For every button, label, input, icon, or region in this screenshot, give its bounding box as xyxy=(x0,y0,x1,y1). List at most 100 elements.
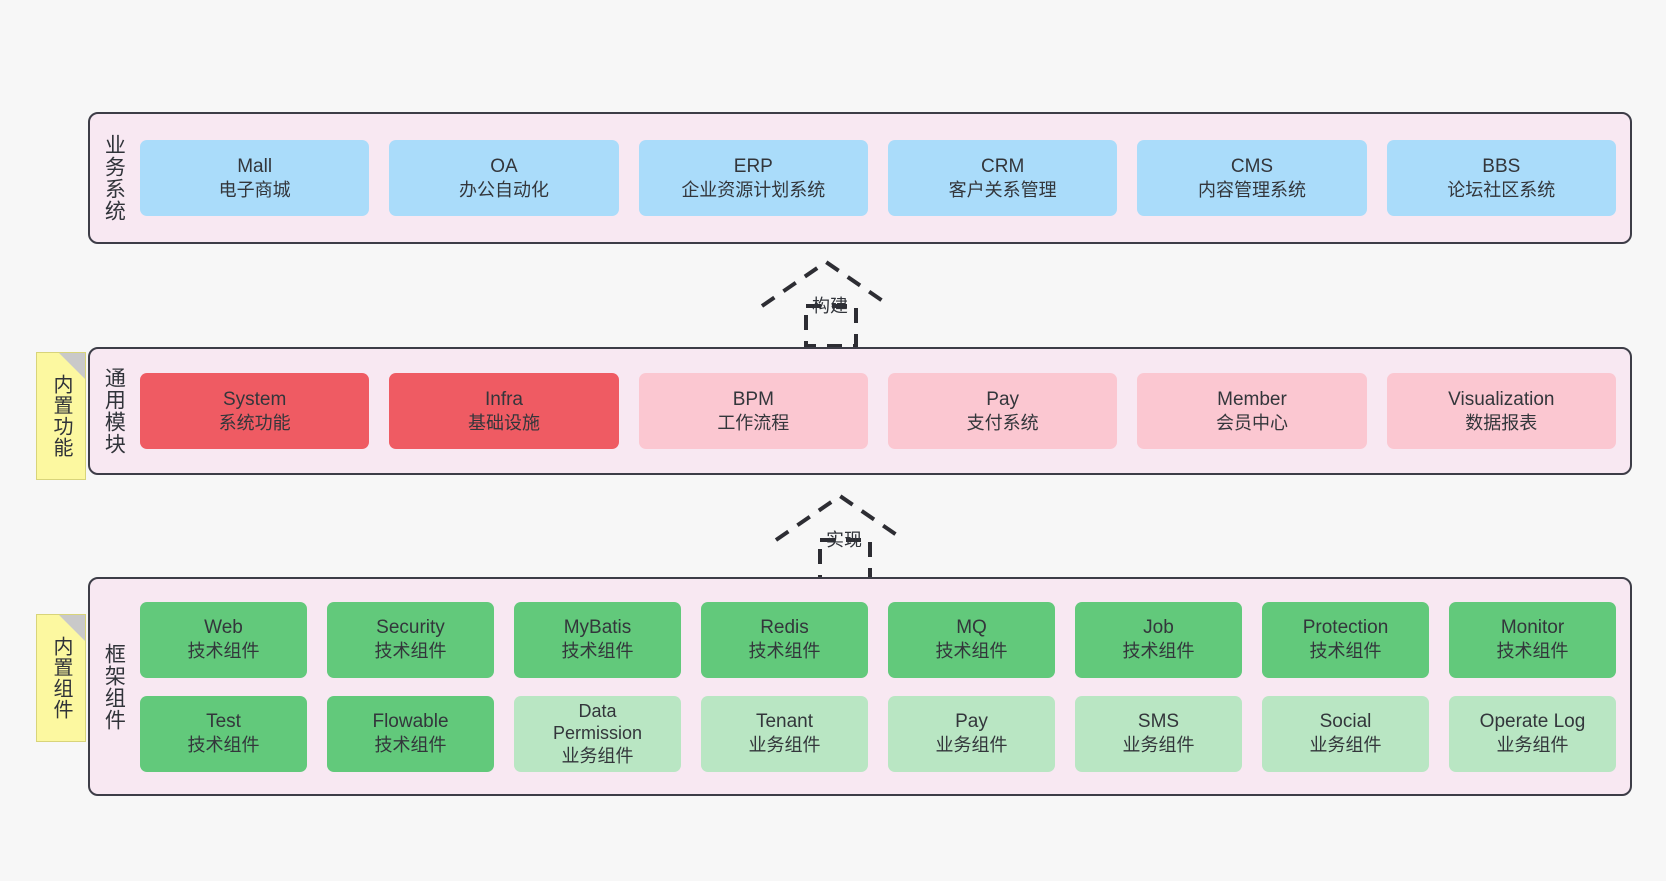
card-subtitle: 技术组件 xyxy=(374,735,447,756)
card-title: Tenant xyxy=(755,711,814,733)
card-mall[interactable]: Mall 电子商城 xyxy=(140,140,370,216)
layer-title-business: 业务系统 xyxy=(102,134,126,222)
card-system[interactable]: System 系统功能 xyxy=(140,373,370,449)
connector-build: 构建 xyxy=(756,256,906,348)
card-title: Data Permission xyxy=(552,700,643,744)
card-title: MyBatis xyxy=(563,617,632,639)
note-builtin-component: 内置组件 xyxy=(36,614,86,742)
card-subtitle: 业务组件 xyxy=(1496,735,1569,756)
layer-body-business: Mall 电子商城 OA 办公自动化 ERP 企业资源计划系统 CRM 客户关系… xyxy=(136,114,1630,242)
card-subtitle: 内容管理系统 xyxy=(1197,179,1306,200)
note-label: 内置组件 xyxy=(50,636,72,720)
card-job[interactable]: Job 技术组件 xyxy=(1075,601,1242,678)
card-subtitle: 技术组件 xyxy=(1309,641,1382,662)
card-oa[interactable]: OA 办公自动化 xyxy=(389,140,619,216)
card-crm[interactable]: CRM 客户关系管理 xyxy=(887,140,1118,216)
card-subtitle: 技术组件 xyxy=(187,735,260,756)
card-subtitle: 会员中心 xyxy=(1215,412,1288,433)
card-title: Redis xyxy=(760,617,809,639)
card-subtitle: 技术组件 xyxy=(187,641,260,662)
card-infra[interactable]: Infra 基础设施 xyxy=(389,373,619,449)
connector-implement: 实现 xyxy=(770,490,920,582)
card-operate-log[interactable]: Operate Log 业务组件 xyxy=(1449,695,1616,772)
card-social[interactable]: Social 业务组件 xyxy=(1262,695,1429,772)
card-subtitle: 工作流程 xyxy=(717,412,790,433)
card-subtitle: 客户关系管理 xyxy=(948,179,1057,200)
card-title: BBS xyxy=(1482,155,1521,177)
card-title: BPM xyxy=(732,388,774,410)
note-builtin-function: 内置功能 xyxy=(36,352,86,480)
fold-corner-icon xyxy=(59,353,85,379)
fold-corner-icon xyxy=(59,615,85,641)
card-subtitle: 业务组件 xyxy=(1122,735,1195,756)
card-subtitle: 业务组件 xyxy=(935,735,1008,756)
card-row: Web 技术组件 Security 技术组件 MyBatis 技术组件 Redi… xyxy=(140,601,1616,678)
card-security[interactable]: Security 技术组件 xyxy=(327,601,494,678)
connector-label-implement: 实现 xyxy=(826,530,862,550)
layer-body-framework: Web 技术组件 Security 技术组件 MyBatis 技术组件 Redi… xyxy=(136,579,1630,794)
card-pay-component[interactable]: Pay 业务组件 xyxy=(888,695,1055,772)
card-title: Member xyxy=(1217,388,1287,410)
card-title: Flowable xyxy=(372,711,449,733)
card-web[interactable]: Web 技术组件 xyxy=(140,601,307,678)
card-subtitle: 技术组件 xyxy=(748,641,821,662)
card-title: Infra xyxy=(484,388,523,410)
connector-label-build: 构建 xyxy=(812,296,848,316)
note-label: 内置功能 xyxy=(50,374,72,458)
card-subtitle: 业务组件 xyxy=(1309,735,1382,756)
layer-business-systems: 业务系统 Mall 电子商城 OA 办公自动化 ERP 企业资源计划系统 CRM… xyxy=(88,112,1632,244)
card-title: MQ xyxy=(956,617,987,639)
card-tenant[interactable]: Tenant 业务组件 xyxy=(701,695,868,772)
card-title: Web xyxy=(204,617,243,639)
card-test[interactable]: Test 技术组件 xyxy=(140,695,307,772)
card-title: Mall xyxy=(237,155,273,177)
card-title: Test xyxy=(206,711,241,733)
card-title: CMS xyxy=(1230,155,1274,177)
layer-title-modules: 通用模块 xyxy=(102,367,126,455)
card-subtitle: 基础设施 xyxy=(467,412,540,433)
card-flowable[interactable]: Flowable 技术组件 xyxy=(327,695,494,772)
card-subtitle: 系统功能 xyxy=(218,412,291,433)
layer-body-modules: System 系统功能 Infra 基础设施 BPM 工作流程 Pay 支付系统… xyxy=(136,349,1630,473)
card-subtitle: 技术组件 xyxy=(1496,641,1569,662)
card-subtitle: 办公自动化 xyxy=(458,179,549,200)
card-subtitle: 技术组件 xyxy=(561,641,634,662)
card-row: Test 技术组件 Flowable 技术组件 Data Permission … xyxy=(140,695,1616,772)
card-row: System 系统功能 Infra 基础设施 BPM 工作流程 Pay 支付系统… xyxy=(140,373,1616,449)
card-bbs[interactable]: BBS 论坛社区系统 xyxy=(1386,140,1616,216)
card-title: Pay xyxy=(986,388,1020,410)
card-subtitle: 论坛社区系统 xyxy=(1447,179,1556,200)
card-mybatis[interactable]: MyBatis 技术组件 xyxy=(514,601,681,678)
card-subtitle: 电子商城 xyxy=(218,179,291,200)
card-row: Mall 电子商城 OA 办公自动化 ERP 企业资源计划系统 CRM 客户关系… xyxy=(140,140,1616,216)
card-protection[interactable]: Protection 技术组件 xyxy=(1262,601,1429,678)
card-pay-module[interactable]: Pay 支付系统 xyxy=(887,373,1118,449)
card-title: Operate Log xyxy=(1479,711,1586,733)
card-title: Pay xyxy=(955,711,988,733)
card-subtitle: 技术组件 xyxy=(935,641,1008,662)
card-mq[interactable]: MQ 技术组件 xyxy=(888,601,1055,678)
arrow-shaft xyxy=(804,304,858,348)
card-title: ERP xyxy=(733,155,773,177)
card-member[interactable]: Member 会员中心 xyxy=(1137,373,1367,449)
card-sms[interactable]: SMS 业务组件 xyxy=(1075,695,1242,772)
card-redis[interactable]: Redis 技术组件 xyxy=(701,601,868,678)
card-visualization[interactable]: Visualization 数据报表 xyxy=(1386,373,1616,449)
card-subtitle: 支付系统 xyxy=(966,412,1039,433)
card-title: Visualization xyxy=(1448,388,1555,410)
card-title: SMS xyxy=(1137,711,1180,733)
card-title: Job xyxy=(1143,617,1174,639)
card-title: CRM xyxy=(981,155,1025,177)
card-subtitle: 业务组件 xyxy=(748,735,821,756)
card-subtitle: 技术组件 xyxy=(374,641,447,662)
card-title: Social xyxy=(1319,711,1372,733)
card-subtitle: 数据报表 xyxy=(1465,412,1538,433)
card-data-permission[interactable]: Data Permission 业务组件 xyxy=(514,695,681,772)
card-cms[interactable]: CMS 内容管理系统 xyxy=(1137,140,1367,216)
card-bpm[interactable]: BPM 工作流程 xyxy=(638,373,868,449)
card-monitor[interactable]: Monitor 技术组件 xyxy=(1449,601,1616,678)
card-erp[interactable]: ERP 企业资源计划系统 xyxy=(638,140,868,216)
card-subtitle: 技术组件 xyxy=(1122,641,1195,662)
card-title: System xyxy=(222,388,287,410)
layer-title-framework: 框架组件 xyxy=(102,642,126,731)
